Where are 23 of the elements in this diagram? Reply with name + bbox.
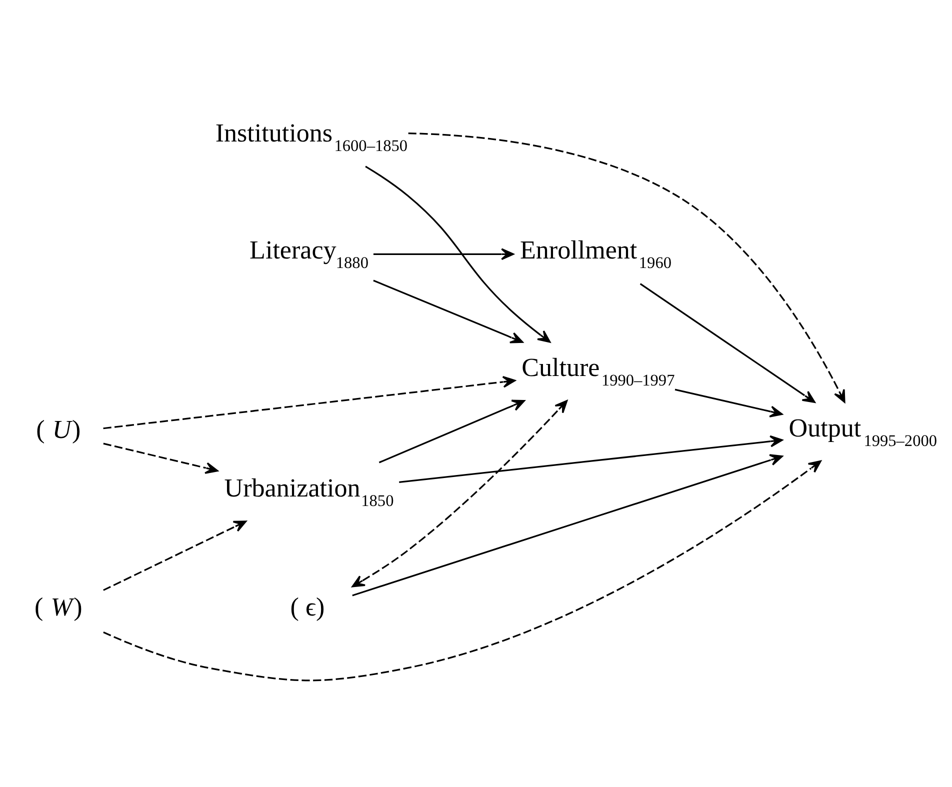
node-text: Enrollment$_{1960}$	[520, 235, 672, 272]
arrow	[103, 442, 218, 474]
arrow	[640, 282, 816, 402]
arrow	[103, 520, 247, 590]
arrow	[373, 248, 514, 260]
node-text: Institutions$_{1600–1850}$	[215, 118, 408, 154]
arrow	[352, 454, 783, 596]
arrow	[103, 460, 822, 681]
node-text: ( U)	[36, 414, 81, 444]
arrow	[674, 388, 783, 417]
arrow	[399, 434, 783, 482]
node-text: Urbanization$_{1850}$	[224, 473, 394, 510]
arrow	[373, 279, 524, 343]
node-text: Culture$_{1990–1997}$	[522, 352, 675, 389]
node-text: Literacy$_{1880}$	[250, 235, 368, 272]
arrow	[103, 375, 516, 429]
node-text: ( ϵ)	[290, 592, 325, 621]
arrow	[365, 165, 551, 342]
arrow	[408, 132, 846, 402]
arrow	[378, 399, 525, 463]
node-text: ( W)	[34, 592, 82, 621]
arrow	[352, 400, 568, 587]
node-text: Output$_{1995–2000}$	[788, 412, 937, 450]
